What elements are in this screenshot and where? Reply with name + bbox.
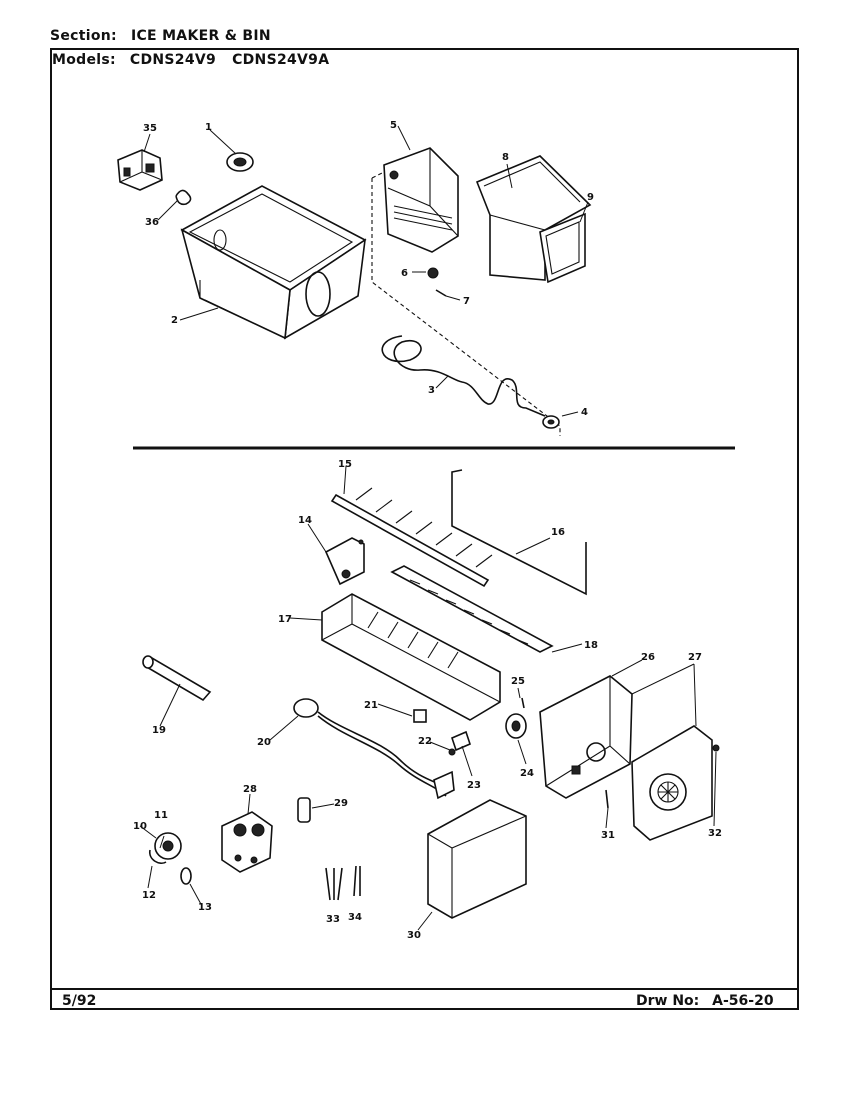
- drawing-number-block: Drw No: A-56-20: [636, 993, 774, 1009]
- callout-28: 28: [243, 784, 257, 795]
- part-31-screw: [605, 789, 609, 809]
- part-21-block: [413, 709, 427, 723]
- section-value: ICE MAKER & BIN: [130, 28, 271, 44]
- part-5-housing: [383, 147, 459, 253]
- part-6-nut: [427, 267, 439, 279]
- part-22-pin: [448, 748, 456, 756]
- callout-14: 14: [298, 515, 312, 526]
- callout-17: 17: [278, 614, 292, 625]
- callout-4: 4: [581, 407, 588, 418]
- part-16-shutoff-arm: [451, 469, 587, 596]
- part-19-fill-tube: [142, 655, 212, 702]
- drawing-number: A-56-20: [712, 993, 774, 1009]
- callout-21: 21: [364, 700, 378, 711]
- callout-36: 36: [145, 217, 159, 228]
- part-7-screw: [435, 289, 447, 297]
- callout-20: 20: [257, 737, 271, 748]
- section-heading: Section: ICE MAKER & BIN: [50, 28, 271, 44]
- part-25-screw: [521, 697, 525, 709]
- part-3-heater-wire: [381, 335, 546, 417]
- callout-22: 22: [418, 736, 432, 747]
- diagram-frame: [50, 48, 799, 1010]
- assembly-guide-lines: [371, 171, 561, 436]
- part-30-cover: [427, 799, 527, 919]
- part-1-cap: [226, 152, 254, 172]
- callout-33: 33: [326, 914, 340, 925]
- callout-19: 19: [152, 725, 166, 736]
- callout-26: 26: [641, 652, 655, 663]
- callout-11: 11: [154, 810, 168, 821]
- part-15-ejector: [330, 487, 493, 588]
- callout-7: 7: [463, 296, 470, 307]
- callout-12: 12: [142, 890, 156, 901]
- part-13-clamp: [180, 867, 192, 885]
- part-20-harness: [293, 698, 455, 800]
- footer-date: 5/92: [62, 993, 97, 1009]
- part-26-control-housing: [539, 675, 633, 799]
- part-9-gasket: [539, 212, 586, 284]
- part-23-plate: [451, 730, 471, 752]
- callout-13: 13: [198, 902, 212, 913]
- part-28-valve: [221, 811, 273, 873]
- part-29-thermostat: [297, 797, 311, 823]
- part-2-ice-bin: [180, 185, 367, 340]
- callout-27: 27: [688, 652, 702, 663]
- footer-divider: [50, 988, 799, 990]
- part-27-motor-plate: [631, 725, 713, 841]
- callout-32: 32: [708, 828, 722, 839]
- model-number: CDNS24V9A: [232, 52, 330, 68]
- callout-24: 24: [520, 768, 534, 779]
- callout-18: 18: [584, 640, 598, 651]
- part-18-stripper: [390, 565, 554, 653]
- part-36-clip: [175, 189, 192, 206]
- callout-29: 29: [334, 798, 348, 809]
- callout-34: 34: [348, 912, 362, 923]
- part-33-34-screws: [325, 865, 361, 901]
- callout-6: 6: [401, 268, 408, 279]
- models-label: Models:: [52, 52, 116, 68]
- callout-30: 30: [407, 930, 421, 941]
- callout-15: 15: [338, 459, 352, 470]
- callout-35: 35: [143, 123, 157, 134]
- part-4-connector: [542, 415, 560, 429]
- callout-23: 23: [467, 780, 481, 791]
- part-35-switch: [117, 149, 163, 191]
- part-10-11-fitting: [149, 832, 182, 865]
- callout-9: 9: [587, 192, 594, 203]
- part-32-screw: [712, 744, 720, 752]
- model-number: CDNS24V9: [129, 52, 217, 68]
- callout-2: 2: [171, 315, 178, 326]
- callout-8: 8: [502, 152, 509, 163]
- callout-5: 5: [390, 120, 397, 131]
- callout-16: 16: [551, 527, 565, 538]
- callout-25: 25: [511, 676, 525, 687]
- part-14-bracket: [324, 537, 365, 586]
- models-heading: Models: CDNS24V9 CDNS24V9A: [52, 52, 345, 68]
- callout-1: 1: [205, 122, 212, 133]
- part-24-gear: [505, 713, 527, 739]
- callout-3: 3: [428, 385, 435, 396]
- section-label: Section:: [50, 28, 117, 44]
- callout-31: 31: [601, 830, 615, 841]
- drawing-label: Drw No:: [636, 993, 700, 1009]
- leader-lines: [139, 125, 717, 931]
- callout-10: 10: [133, 821, 147, 832]
- callout-labels: 1 2 3 4 5 6 7 8 9 10 11 12 13 14 15 16 1…: [133, 120, 722, 941]
- part-17-mold: [321, 593, 501, 721]
